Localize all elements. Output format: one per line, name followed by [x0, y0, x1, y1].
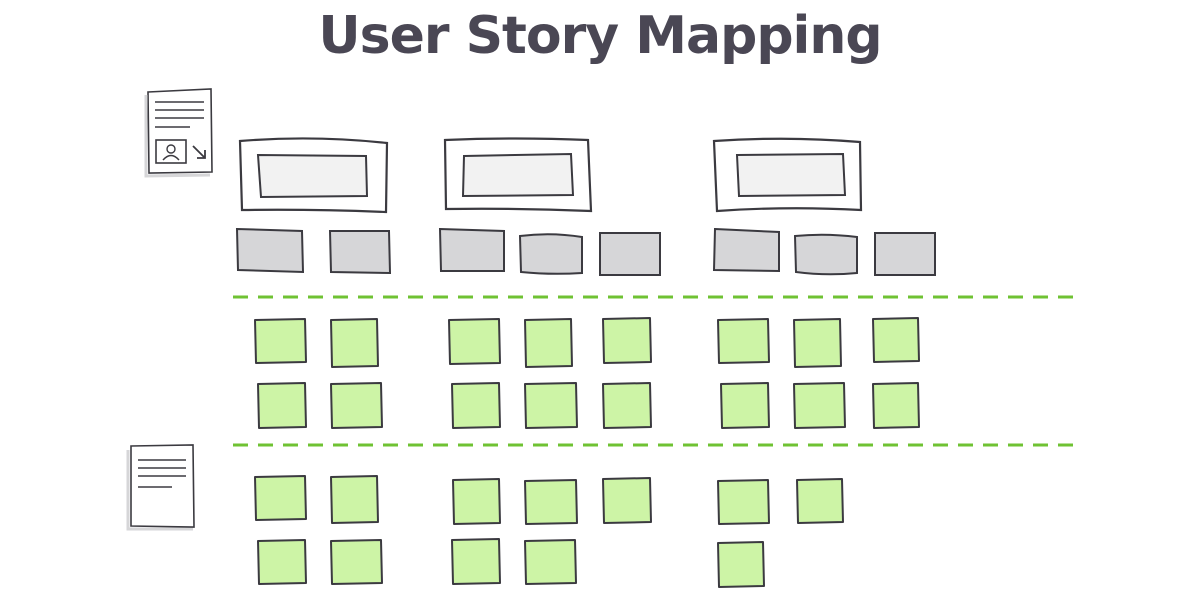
task-card	[712, 227, 780, 273]
user-story-card	[717, 541, 765, 588]
task-card	[438, 227, 505, 272]
user-story-card	[452, 478, 501, 525]
user-story-card	[793, 318, 842, 368]
task-card	[599, 232, 661, 276]
user-story-card	[330, 318, 379, 368]
activity-card-1	[238, 137, 389, 214]
user-story-card	[524, 382, 578, 429]
task-card	[874, 232, 936, 276]
user-story-card	[254, 318, 307, 364]
user-story-card	[602, 317, 652, 364]
user-story-card	[717, 318, 770, 364]
activity-card-2	[443, 137, 593, 213]
user-story-card	[872, 317, 920, 363]
task-card	[328, 230, 392, 275]
user-story-card	[524, 479, 578, 525]
user-story-card	[451, 382, 501, 429]
user-story-card	[524, 539, 577, 585]
user-story-card	[257, 382, 307, 429]
user-story-card	[602, 382, 652, 429]
user-story-card	[793, 382, 846, 429]
persona-document-icon	[144, 88, 213, 178]
user-story-card	[720, 382, 770, 429]
task-card	[235, 227, 305, 274]
user-story-card	[330, 475, 379, 524]
user-story-card	[330, 382, 383, 429]
page-title: User Story Mapping	[318, 6, 882, 66]
user-story-card	[254, 475, 307, 521]
task-card	[518, 233, 583, 275]
user-story-card	[524, 318, 573, 368]
user-story-card	[872, 382, 920, 429]
user-story-card	[451, 538, 501, 585]
user-story-card	[796, 478, 844, 524]
task-cards	[235, 227, 936, 276]
user-story-card	[330, 539, 383, 585]
release-document-icon	[126, 444, 195, 531]
user-story-card	[257, 539, 307, 585]
user-story-cards	[254, 317, 920, 588]
activity-card-3	[712, 137, 863, 213]
user-story-card	[448, 318, 501, 365]
task-card	[793, 233, 858, 276]
user-story-card	[602, 477, 652, 524]
user-story-card	[717, 479, 770, 525]
